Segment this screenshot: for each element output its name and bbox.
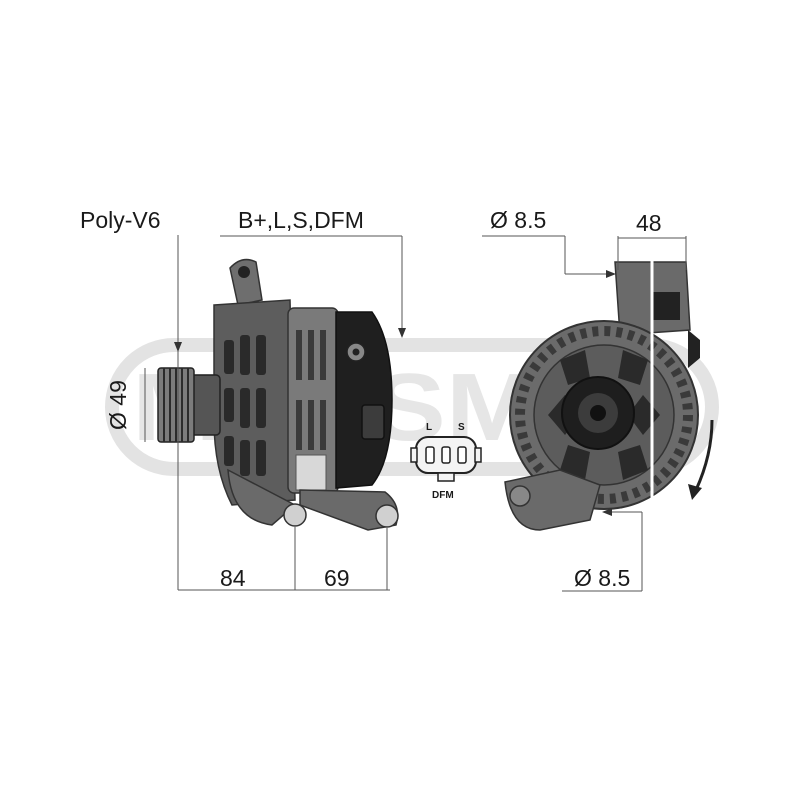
pulley-diameter-label: Ø 49	[105, 380, 131, 430]
connector-pin-dfm: DFM	[432, 490, 454, 501]
alternator-front-view	[504, 261, 700, 531]
connector-pin-s: S	[458, 422, 465, 433]
right-dimension-lines	[482, 235, 687, 592]
left-dimension-lines	[144, 235, 406, 591]
hole-diameter-bottom-label: Ø 8.5	[574, 565, 630, 591]
connector-plug-icon	[410, 436, 482, 482]
rotation-arrow-icon	[688, 419, 714, 500]
dimension-84-label: 84	[220, 565, 246, 591]
pulley-type-label: Poly-V6	[80, 207, 161, 233]
hole-diameter-top-label: Ø 8.5	[490, 207, 546, 233]
alternator-side-view	[213, 258, 399, 531]
terminals-label: B+,L,S,DFM	[238, 207, 364, 233]
dimension-69-label: 69	[324, 565, 350, 591]
connector-pin-l: L	[426, 422, 432, 433]
width-48-label: 48	[636, 210, 662, 236]
pulley-icon	[157, 367, 221, 443]
